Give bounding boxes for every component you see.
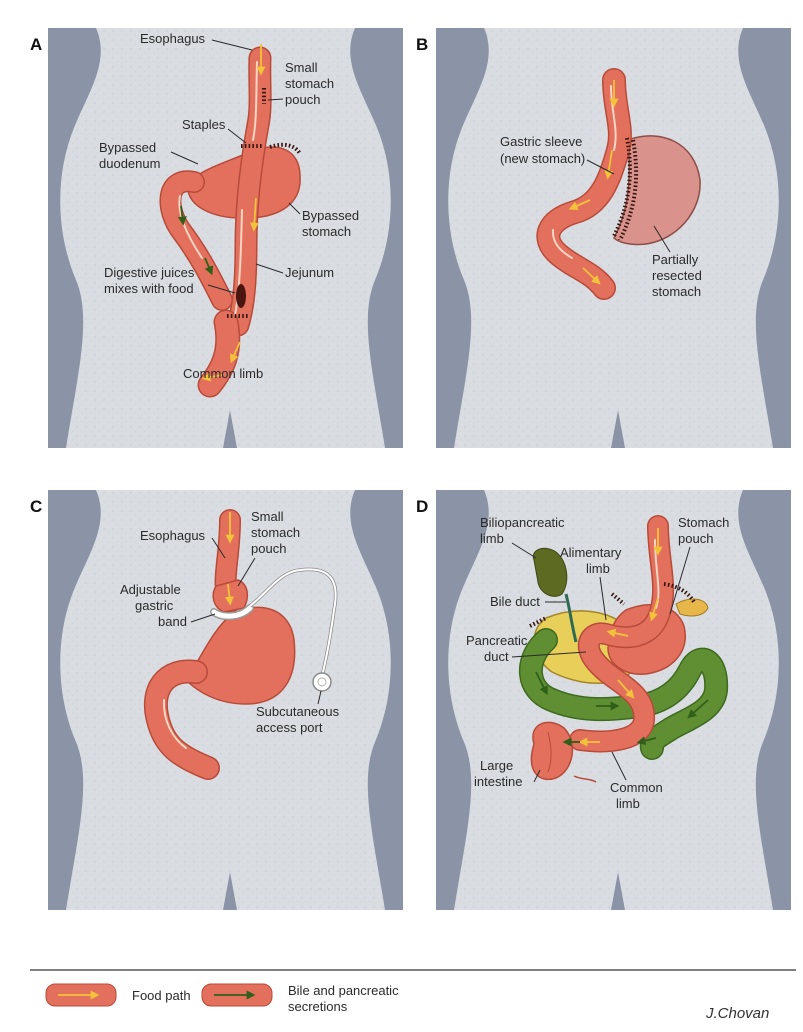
label-alimentary-line1: Alimentary bbox=[560, 545, 622, 560]
label-port-line2: access port bbox=[256, 720, 323, 735]
label-duodenum-line1: Bypassed bbox=[99, 140, 156, 155]
large-intestine bbox=[531, 722, 572, 779]
label-esophagus: Esophagus bbox=[140, 31, 206, 46]
label-bypassed-stomach-line2: stomach bbox=[302, 224, 351, 239]
label-band-line1: Adjustable bbox=[120, 582, 181, 597]
label-jejunum: Jejunum bbox=[285, 265, 334, 280]
label-band-line2: gastric bbox=[135, 598, 174, 613]
label-large-intestine-line1: Large bbox=[480, 758, 513, 773]
legend-bile: Bile and pancreatic secretions bbox=[202, 983, 399, 1014]
label-band-line3: band bbox=[158, 614, 187, 629]
legend: Food path Bile and pancreatic secretions bbox=[46, 983, 399, 1014]
label-c-pouch-line2: stomach bbox=[251, 525, 300, 540]
anastomosis bbox=[236, 284, 246, 308]
label-bypassed-stomach-line1: Bypassed bbox=[302, 208, 359, 223]
label-juices-line1: Digestive juices bbox=[104, 265, 195, 280]
label-c-pouch-line1: Small bbox=[251, 509, 284, 524]
label-pancreatic-line1: Pancreatic bbox=[466, 633, 528, 648]
panel-b-letter: B bbox=[416, 35, 428, 54]
label-resected-line2: resected bbox=[652, 268, 702, 283]
label-pouch-line3: pouch bbox=[285, 92, 320, 107]
label-port-line1: Subcutaneous bbox=[256, 704, 340, 719]
illustrator-signature: J.Chovan bbox=[705, 1005, 769, 1022]
panel-a-letter: A bbox=[30, 35, 42, 54]
legend-bile-line2: secretions bbox=[288, 999, 348, 1014]
label-resected-line1: Partially bbox=[652, 252, 699, 267]
label-alimentary-line2: limb bbox=[586, 561, 610, 576]
label-pouch-line2: stomach bbox=[285, 76, 334, 91]
label-common-limb: Common limb bbox=[183, 366, 263, 381]
panel-c-letter: C bbox=[30, 497, 42, 516]
panel-d-letter: D bbox=[416, 497, 428, 516]
label-bile-duct: Bile duct bbox=[490, 594, 540, 609]
label-c-pouch-line3: pouch bbox=[251, 541, 286, 556]
label-juices-line2: mixes with food bbox=[104, 281, 194, 296]
legend-food-path: Food path bbox=[46, 984, 191, 1006]
panel-a: A bbox=[30, 28, 403, 448]
label-resected-line3: stomach bbox=[652, 284, 701, 299]
label-staples: Staples bbox=[182, 117, 226, 132]
label-duodenum-line2: duodenum bbox=[99, 156, 160, 171]
panel-d: D bbox=[416, 490, 791, 910]
label-bilio-line1: Biliopancreatic bbox=[480, 515, 565, 530]
label-pouch-line1: Small bbox=[285, 60, 318, 75]
label-common-limb-line2: limb bbox=[616, 796, 640, 811]
label-stomach-pouch-line1: Stomach bbox=[678, 515, 729, 530]
panel-b: B Gastric sleeve (new stomach) Partially… bbox=[416, 28, 791, 448]
label-sleeve-line1: Gastric sleeve bbox=[500, 134, 582, 149]
label-large-intestine-line2: intestine bbox=[474, 774, 522, 789]
panel-c: C Esophagus Small bbox=[30, 490, 403, 910]
label-common-limb-line1: Common bbox=[610, 780, 663, 795]
label-sleeve-line2: (new stomach) bbox=[500, 151, 585, 166]
small-stomach-pouch bbox=[213, 580, 247, 612]
label-bilio-line2: limb bbox=[480, 531, 504, 546]
label-c-esophagus: Esophagus bbox=[140, 528, 206, 543]
legend-bile-line1: Bile and pancreatic bbox=[288, 983, 399, 998]
label-pancreatic-line2: duct bbox=[484, 649, 509, 664]
access-port bbox=[313, 673, 331, 691]
label-stomach-pouch-line2: pouch bbox=[678, 531, 713, 546]
legend-food-label: Food path bbox=[132, 988, 191, 1003]
